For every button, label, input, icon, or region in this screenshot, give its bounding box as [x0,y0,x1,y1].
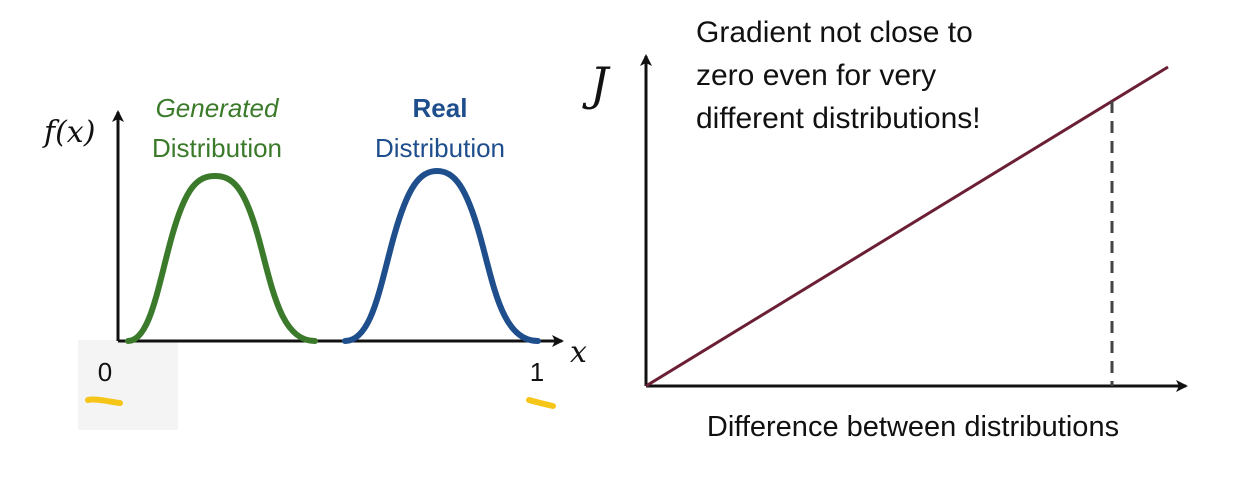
left-x-axis-label: x [570,335,587,370]
generated-label-line2: Distribution [152,133,282,163]
left-x-tick-start: 0 [98,357,112,387]
annotation-line2: zero even for very [696,59,936,92]
left-y-axis-label: f(x) [42,115,95,150]
real-label-line1: Real [413,93,468,123]
annotation-line3: different distributions! [696,102,981,135]
start-highlight-mark [85,396,123,406]
left-x-tick-end: 1 [530,357,544,387]
right-y-axis-label: J [582,57,611,111]
generated-label-line1: Generated [156,93,280,123]
end-highlight-mark [526,397,556,409]
cost-function-line [645,65,1169,388]
tick-background [78,340,178,430]
real-label-line2: Distribution [375,133,505,163]
generated-distribution-curve [125,172,318,344]
left-panel: f(x) x Generated Distribution Real Distr… [42,93,587,430]
right-x-axis-label: Difference between distributions [707,411,1119,443]
right-panel: J Gradient not close to zero even for ve… [582,16,1188,443]
real-distribution-curve [342,167,541,344]
annotation-line1: Gradient not close to [696,16,973,49]
